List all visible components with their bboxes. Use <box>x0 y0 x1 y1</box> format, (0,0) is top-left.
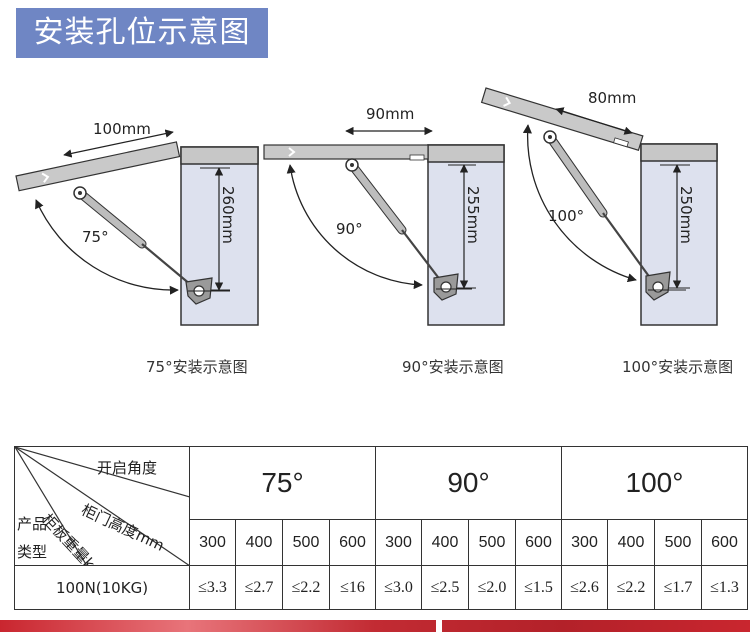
weight-cell: ≤1.3 <box>701 565 748 610</box>
product-type-header-line1: 产品 <box>17 515 48 533</box>
weight-cell: ≤3.3 <box>189 565 236 610</box>
opening-arc <box>522 124 637 283</box>
diagram-100: 80mm 250mm 100° <box>480 87 718 326</box>
caption-100: 100°安装示意图 <box>622 358 734 376</box>
spec-table: 开启角度 柜门高度mm 柜板重量kg 产品 类型 75° 90° 100° 30… <box>14 446 748 610</box>
height-cell: 400 <box>607 519 655 566</box>
angle-label: 75° <box>82 228 109 246</box>
angle-label: 90° <box>336 220 363 238</box>
diagram-90: 90mm 255mm 90° <box>263 105 505 326</box>
height-cell: 300 <box>375 519 422 566</box>
height-label: 250mm <box>677 186 695 244</box>
height-cell: 600 <box>515 519 562 566</box>
height-cell: 500 <box>468 519 516 566</box>
door-width-label: 80mm <box>588 89 636 107</box>
table-corner-header: 开启角度 柜门高度mm 柜板重量kg 产品 类型 <box>14 446 190 566</box>
door-width-label: 100mm <box>93 120 151 138</box>
cabinet-door <box>263 144 429 161</box>
installation-diagrams: 100mm 260mm 75° 90mm 255mm <box>15 87 718 326</box>
product-type-cell: 100N(10KG) <box>14 565 190 610</box>
height-cell: 400 <box>235 519 283 566</box>
angle-header-90: 90° <box>375 446 562 520</box>
door-width-label: 90mm <box>366 105 414 123</box>
width-dimension-line <box>63 129 174 158</box>
opening-arc <box>35 199 179 295</box>
height-cell: 300 <box>561 519 608 566</box>
height-cell: 500 <box>654 519 702 566</box>
weight-cell: ≤2.2 <box>282 565 330 610</box>
weight-cell: ≤1.7 <box>654 565 702 610</box>
caption-75: 75°安装示意图 <box>146 358 248 376</box>
mounting-bracket <box>645 271 686 301</box>
mounting-bracket <box>433 273 472 301</box>
cabinet-top <box>427 144 505 163</box>
weight-cell: ≤1.5 <box>515 565 562 610</box>
mounting-bracket <box>185 277 230 305</box>
height-cell: 300 <box>189 519 236 566</box>
diagram-75: 100mm 260mm 75° <box>15 120 259 326</box>
gas-strut <box>543 130 657 287</box>
weight-cell: ≤2.2 <box>607 565 655 610</box>
product-type-header-line2: 类型 <box>17 543 48 561</box>
weight-cell: ≤3.0 <box>375 565 422 610</box>
height-cell: 500 <box>282 519 330 566</box>
corner-diagonals <box>15 447 189 565</box>
weight-cell: ≤16 <box>329 565 376 610</box>
cabinet-door <box>15 141 181 192</box>
angle-label: 100° <box>548 207 584 225</box>
height-cell: 600 <box>701 519 748 566</box>
decorative-bottom-strip <box>0 620 750 632</box>
cabinet-top <box>180 146 259 165</box>
angle-header-100: 100° <box>561 446 748 520</box>
height-label: 255mm <box>464 186 482 244</box>
weight-cell: ≤2.6 <box>561 565 608 610</box>
opening-arc <box>286 164 423 290</box>
height-label: 260mm <box>219 186 237 244</box>
opening-angle-header: 开启角度 <box>97 459 158 477</box>
page-title: 安装孔位示意图 <box>16 8 268 58</box>
gas-strut <box>345 158 445 286</box>
weight-cell: ≤2.7 <box>235 565 283 610</box>
caption-90: 90°安装示意图 <box>402 358 504 376</box>
weight-cell: ≤2.5 <box>421 565 469 610</box>
height-cell: 400 <box>421 519 469 566</box>
cabinet-top <box>640 143 718 162</box>
table-row: 100N(10KG) ≤3.3 ≤2.7 ≤2.2 ≤16 ≤3.0 ≤2.5 … <box>14 565 748 610</box>
weight-cell: ≤2.0 <box>468 565 516 610</box>
height-cell: 600 <box>329 519 376 566</box>
angle-header-75: 75° <box>189 446 376 520</box>
